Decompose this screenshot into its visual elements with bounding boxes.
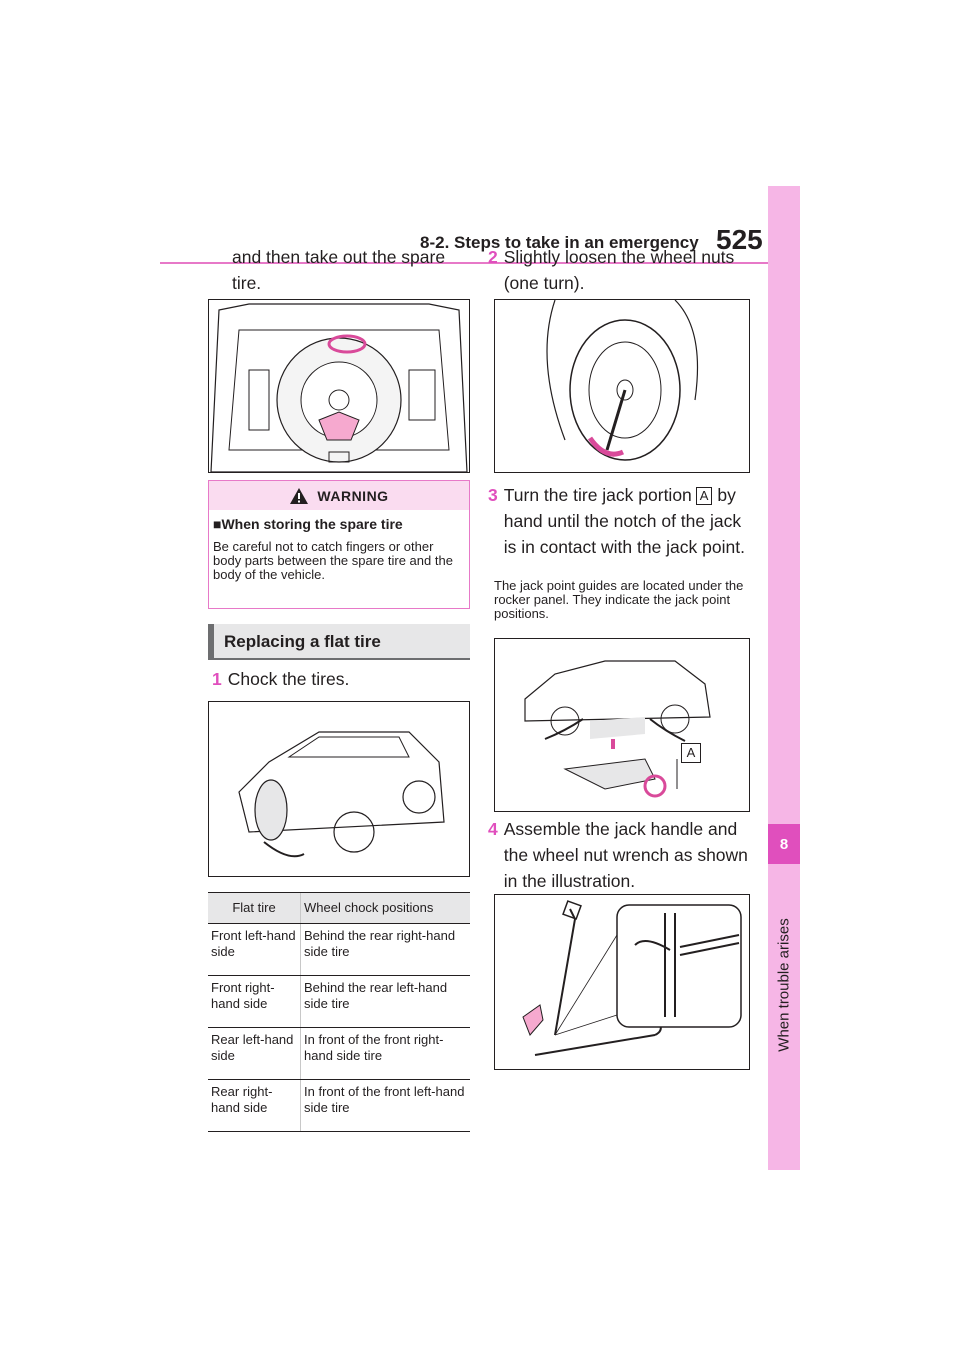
table-cell: Behind the rear left-hand side tire (300, 975, 470, 1028)
page-number: 525 (716, 224, 763, 255)
table-row: Rear left-hand side In front of the fron… (208, 1027, 470, 1080)
warning-title: WARNING (317, 487, 389, 504)
chapter-number: 8 (768, 824, 800, 864)
figure-label-a: A (681, 743, 701, 763)
section-heading: Replacing a flat tire (208, 624, 470, 660)
step-1-number: 1 (212, 669, 222, 689)
step-4-text: Assemble the jack handle and the wheel n… (503, 819, 748, 891)
wheel-chock-table: Flat tire Wheel chock positions Front le… (208, 892, 470, 1132)
table-row: Front right-hand side Behind the rear le… (208, 975, 470, 1028)
chapter-label: When trouble arises (775, 918, 793, 1052)
table-cell: Front right-hand side (208, 975, 301, 1028)
table-header-cell: Flat tire (208, 892, 301, 924)
jack-handle-illustration (494, 894, 750, 1070)
table-cell: In front of the front right-hand side ti… (300, 1027, 470, 1080)
table-cell: Behind the rear right-hand side tire (300, 923, 470, 976)
table-cell: In front of the front left-hand side tir… (300, 1079, 470, 1132)
warning-body: Be careful not to catch fingers or other… (213, 539, 453, 582)
step-2-text: Slightly loosen the wheel nuts (one turn… (503, 247, 735, 293)
warning-icon (290, 487, 309, 504)
step-1-text: Chock the tires. (227, 669, 350, 689)
warning-box: WARNING ■When storing the spare tire Be … (208, 480, 470, 609)
table-row: Front left-hand side Behind the rear rig… (208, 923, 470, 976)
section-title: Replacing a flat tire (224, 632, 381, 651)
step-3-text-cont: by hand until the notch of the jack is i… (503, 485, 745, 557)
running-header: 8-2. Steps to take in an emergency (420, 233, 699, 252)
step-3-text: Turn the tire jack portion (503, 485, 692, 505)
table-cell: Front left-hand side (208, 923, 301, 976)
jack-point-note: The jack point guides are located under … (494, 578, 744, 621)
spare-tire-illustration (208, 299, 470, 473)
table-cell: Rear right-hand side (208, 1079, 301, 1132)
table-header-cell: Wheel chock positions (300, 892, 470, 924)
warning-subtitle: ■When storing the spare tire (213, 516, 403, 532)
header-rule (160, 262, 768, 264)
table-cell: Rear left-hand side (208, 1027, 301, 1080)
step-2-number: 2 (488, 247, 498, 267)
chapter-side-tab (768, 186, 800, 1170)
intro-text: and then take out the spare tire. (232, 247, 446, 293)
table-row: Rear right-hand side In front of the fro… (208, 1079, 470, 1132)
warning-header: WARNING (209, 481, 469, 510)
jack-point-illustration: A (494, 638, 750, 812)
loosen-nuts-illustration (494, 299, 750, 473)
step-4-number: 4 (488, 819, 498, 839)
step-3-number: 3 (488, 485, 498, 505)
table-header-row: Flat tire Wheel chock positions (208, 892, 470, 924)
jack-label-a: A (695, 487, 713, 506)
wheel-chock-illustration (208, 701, 470, 877)
